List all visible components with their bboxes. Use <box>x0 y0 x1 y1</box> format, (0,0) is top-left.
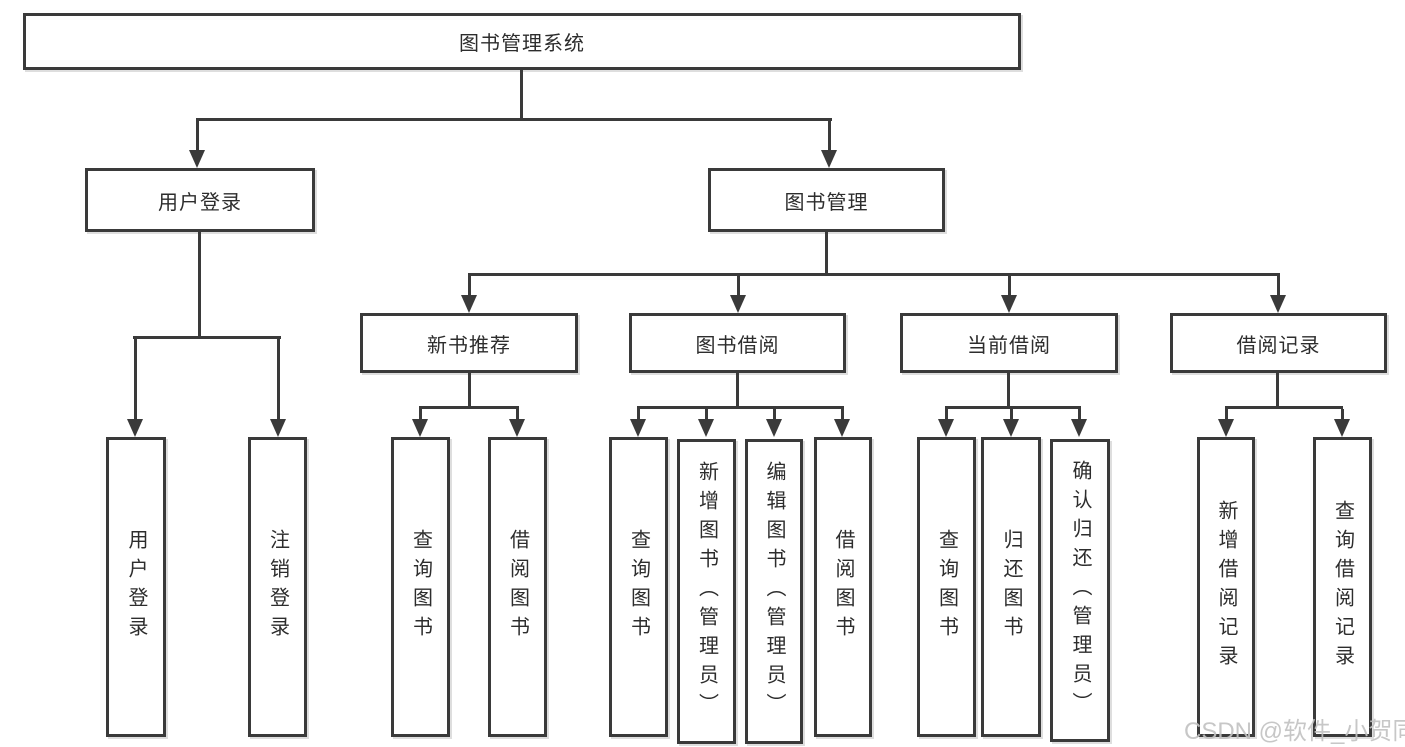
node-book-management: 图书管理 <box>708 168 945 232</box>
leaf-user-login: 用户登录 <box>106 437 166 737</box>
leaf-query-borrow-record: 查询借阅记录 <box>1313 437 1372 737</box>
leaf-edit-books-admin: 编辑图书（管理员） <box>745 439 803 744</box>
leaf-add-books-admin: 新增图书（管理员） <box>677 439 736 744</box>
connector-line <box>705 409 708 420</box>
leaf-recommend-borrow-books: 借阅图书 <box>488 437 547 737</box>
leaf-label: 借阅图书 <box>506 529 529 645</box>
arrow-down-icon <box>1001 295 1017 313</box>
leaf-label: 新增图书（管理员） <box>695 461 718 722</box>
leaf-label: 查询借阅记录 <box>1331 500 1354 674</box>
arrow-down-icon <box>630 419 646 437</box>
arrow-down-icon <box>189 150 205 168</box>
connector-line <box>468 273 1280 276</box>
connector-line <box>737 276 740 296</box>
connector-line <box>637 409 640 420</box>
connector-line <box>736 373 739 406</box>
connector-line <box>841 409 844 420</box>
connector-line <box>1010 409 1013 420</box>
node-borrowing-records: 借阅记录 <box>1170 313 1387 373</box>
leaf-label: 借阅图书 <box>832 529 854 645</box>
leaf-return-books: 归还图书 <box>981 437 1041 737</box>
leaf-label: 编辑图书（管理员） <box>763 461 785 722</box>
arrow-down-icon <box>127 419 143 437</box>
leaf-label: 归还图书 <box>1000 529 1022 645</box>
leaf-label: 注销登录 <box>266 529 289 645</box>
watermark-text: CSDN @软件_小贺同学 <box>1184 718 1405 745</box>
leaf-add-borrow-record: 新增借阅记录 <box>1197 437 1255 737</box>
connector-line <box>419 406 519 409</box>
connector-line <box>1225 406 1343 409</box>
leaf-label: 新增借阅记录 <box>1215 500 1237 674</box>
connector-line <box>516 409 519 420</box>
node-new-book-recommendation: 新书推荐 <box>360 313 578 373</box>
leaf-label: 查询图书 <box>409 529 432 645</box>
leaf-current-query-books: 查询图书 <box>917 437 976 737</box>
connector-line <box>277 339 280 420</box>
arrow-down-icon <box>834 419 850 437</box>
arrow-down-icon <box>698 419 714 437</box>
arrow-down-icon <box>1270 295 1286 313</box>
connector-line <box>196 118 199 151</box>
node-user-login: 用户登录 <box>85 168 315 232</box>
arrow-down-icon <box>412 419 428 437</box>
node-book-borrowing: 图书借阅 <box>629 313 846 373</box>
connector-line <box>1276 373 1279 406</box>
arrow-down-icon <box>1334 419 1350 437</box>
connector-line <box>1008 276 1011 296</box>
connector-line <box>825 232 828 273</box>
node-library-management-system: 图书管理系统 <box>23 13 1021 70</box>
connector-line <box>468 276 471 296</box>
leaf-label: 用户登录 <box>125 529 147 645</box>
leaf-recommend-query-books: 查询图书 <box>391 437 450 737</box>
connector-line <box>1341 409 1344 420</box>
leaf-label: 查询图书 <box>935 529 958 645</box>
arrow-down-icon <box>766 419 782 437</box>
arrow-down-icon <box>821 150 837 168</box>
connector-line <box>1007 373 1010 406</box>
arrow-down-icon <box>461 295 477 313</box>
connector-line <box>134 339 137 420</box>
connector-line <box>1078 409 1081 420</box>
node-current-borrowing: 当前借阅 <box>900 313 1118 373</box>
arrow-down-icon <box>938 419 954 437</box>
arrow-down-icon <box>1003 419 1019 437</box>
leaf-label: 查询图书 <box>627 529 650 645</box>
connector-line <box>1225 409 1228 420</box>
arrow-down-icon <box>1071 419 1087 437</box>
connector-line <box>1277 276 1280 296</box>
connector-line <box>945 406 1081 409</box>
connector-line <box>196 118 832 121</box>
connector-line <box>198 232 201 336</box>
leaf-borrowing-borrow-books: 借阅图书 <box>814 437 872 737</box>
connector-line <box>520 70 523 118</box>
arrow-down-icon <box>1218 419 1234 437</box>
connector-line <box>945 409 948 420</box>
connector-line <box>637 406 844 409</box>
leaf-label: 确认归还（管理员） <box>1069 460 1091 721</box>
connector-line <box>773 409 776 420</box>
connector-line <box>419 409 422 420</box>
leaf-logout: 注销登录 <box>248 437 307 737</box>
arrow-down-icon <box>509 419 525 437</box>
connector-line <box>133 336 281 339</box>
arrow-down-icon <box>270 419 286 437</box>
leaf-borrowing-query-books: 查询图书 <box>609 437 668 737</box>
leaf-confirm-return-admin: 确认归还（管理员） <box>1050 439 1110 742</box>
arrow-down-icon <box>730 295 746 313</box>
connector-line <box>828 118 831 151</box>
connector-line <box>468 373 471 406</box>
